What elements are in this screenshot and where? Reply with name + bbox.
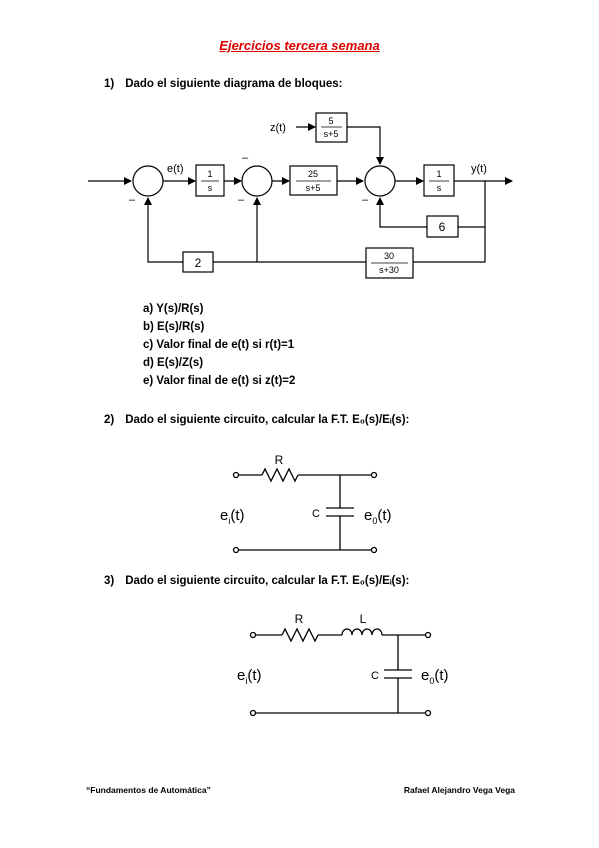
- l-label: L: [360, 612, 367, 626]
- list-item: e) Valor final de e(t) si z(t)=2: [143, 375, 296, 387]
- list-item: a) Y(s)/R(s): [143, 303, 204, 315]
- block-1s-a-den: s: [208, 183, 213, 193]
- block-30-den: s+30: [379, 265, 399, 275]
- list-item: c) Valor final de e(t) si r(t)=1: [143, 339, 295, 351]
- block-25-den: s+5: [306, 183, 321, 193]
- terminal-out-bottom: [424, 709, 432, 717]
- z-label: z(t): [270, 122, 286, 134]
- e-label: e(t): [167, 163, 184, 175]
- question-1: 1) Dado el siguiente diagrama de bloques…: [104, 78, 342, 90]
- ei-label: ei(t): [220, 507, 245, 526]
- question-3-text: Dado el siguiente circuito, calcular la …: [125, 575, 410, 587]
- block-1s-a-num: 1: [207, 169, 212, 179]
- resistor-r: [281, 627, 319, 643]
- inductor-l: [341, 628, 383, 636]
- block-2-label: 2: [195, 256, 202, 270]
- terminal-in-top: [249, 631, 257, 639]
- minus-s2-top: –: [242, 152, 249, 164]
- block-30-num: 30: [384, 251, 394, 261]
- block-1-over-s-a: [195, 164, 225, 197]
- eo-label: e0(t): [364, 507, 392, 526]
- ei-label: ei(t): [237, 667, 262, 686]
- question-1-text: Dado el siguiente diagrama de bloques:: [125, 78, 343, 90]
- block-5-den: s+5: [324, 129, 339, 139]
- terminal-in-bottom: [249, 709, 257, 717]
- block-25-num: 25: [308, 169, 318, 179]
- footer-course: “Fundamentos de Automática”: [86, 785, 211, 795]
- question-1-number: 1): [104, 78, 115, 90]
- page-title: Ejercicios tercera semana: [219, 38, 380, 53]
- r-label: R: [275, 453, 284, 467]
- question-3: 3) Dado el siguiente circuito, calcular …: [104, 575, 409, 587]
- eo-label: e0(t): [421, 667, 449, 686]
- minus-s2-bottom: –: [238, 194, 245, 206]
- question-1-items: a) Y(s)/R(s) b) E(s)/R(s) c) Valor final…: [143, 300, 295, 390]
- list-item: b) E(s)/R(s): [143, 321, 205, 333]
- terminal-out-top: [370, 471, 378, 479]
- terminal-out-bottom: [370, 546, 378, 554]
- c-label: C: [371, 670, 379, 682]
- terminal-out-top: [424, 631, 432, 639]
- question-2: 2) Dado el siguiente circuito, calcular …: [104, 414, 409, 426]
- minus-s1: –: [129, 194, 136, 206]
- question-2-text: Dado el siguiente circuito, calcular la …: [125, 414, 410, 426]
- block-1-over-s-b: [423, 164, 455, 197]
- question-3-number: 3): [104, 575, 115, 587]
- block-6-label: 6: [439, 220, 446, 234]
- block-1s-b-den: s: [437, 183, 442, 193]
- block-5-num: 5: [328, 116, 333, 126]
- block-1s-b-num: 1: [436, 169, 441, 179]
- footer-author: Rafael Alejandro Vega Vega: [403, 785, 515, 795]
- question-2-number: 2): [104, 414, 115, 426]
- minus-s3: –: [362, 194, 369, 206]
- block-5: [315, 112, 348, 143]
- list-item: d) E(s)/Z(s): [143, 357, 204, 369]
- c-label: C: [312, 508, 320, 520]
- r-label: R: [295, 612, 304, 626]
- resistor-r: [261, 467, 299, 483]
- y-label: y(t): [471, 163, 487, 175]
